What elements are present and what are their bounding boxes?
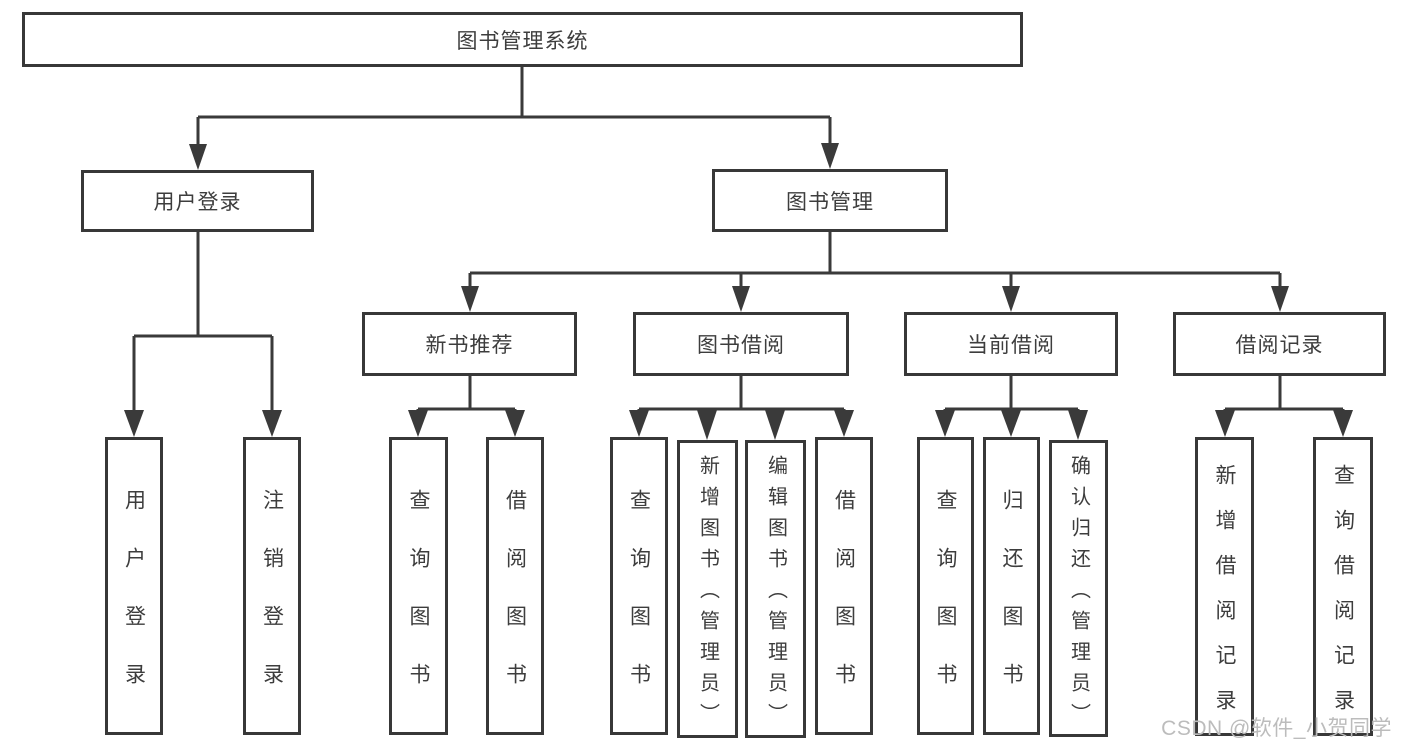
node-leaf-borrow-books-borrowing-label: 借阅图书 [832,488,856,721]
node-leaf-confirm-return-admin: 确认归还（管理员） [1049,440,1108,737]
node-leaf-add-book-admin-label: 新增图书（管理员） [696,455,719,734]
node-book-borrowing: 图书借阅 [633,312,849,376]
node-leaf-logout: 注销登录 [243,437,301,735]
node-leaf-add-book-admin: 新增图书（管理员） [677,440,738,738]
node-leaf-logout-label: 注销登录 [260,488,284,721]
node-leaf-search-books-recommend-label: 查询图书 [407,488,430,721]
node-user-login: 用户登录 [81,170,314,232]
node-leaf-search-books-current: 查询图书 [917,437,974,735]
node-book-management: 图书管理 [712,169,948,232]
node-leaf-add-borrow-record: 新增借阅记录 [1195,437,1254,736]
node-library-system: 图书管理系统 [22,12,1023,67]
node-leaf-add-borrow-record-label: 新增借阅记录 [1213,463,1236,734]
node-borrowing-records: 借阅记录 [1173,312,1386,376]
node-user-login-label: 用户登录 [153,191,242,214]
node-leaf-user-login: 用户登录 [105,437,163,735]
node-leaf-borrow-books-borrowing: 借阅图书 [815,437,873,735]
node-leaf-search-books-borrowing-label: 查询图书 [627,488,651,721]
node-leaf-return-books-label: 归还图书 [1000,488,1023,721]
node-borrowing-records-label: 借阅记录 [1235,334,1324,357]
watermark: CSDN @软件_小贺同学 [1161,717,1392,740]
node-leaf-user-login-label: 用户登录 [122,488,146,721]
node-leaf-search-borrow-record: 查询借阅记录 [1313,437,1373,736]
node-leaf-search-books-borrowing: 查询图书 [610,437,668,735]
node-book-borrowing-label: 图书借阅 [697,334,785,357]
node-new-book-recommend: 新书推荐 [362,312,577,376]
node-leaf-borrow-books-recommend: 借阅图书 [486,437,544,735]
node-new-book-recommend-label: 新书推荐 [425,334,514,357]
node-leaf-search-books-current-label: 查询图书 [934,488,957,721]
node-leaf-search-books-recommend: 查询图书 [389,437,448,735]
node-leaf-search-borrow-record-label: 查询借阅记录 [1331,463,1355,734]
node-current-borrowing-label: 当前借阅 [967,334,1055,357]
node-leaf-confirm-return-admin-label: 确认归还（管理员） [1067,454,1090,734]
node-leaf-borrow-books-recommend-label: 借阅图书 [503,488,527,721]
node-leaf-edit-book-admin: 编辑图书（管理员） [745,440,806,738]
node-current-borrowing: 当前借阅 [904,312,1118,376]
connector-arrowheads [124,143,1353,440]
node-library-system-label: 图书管理系统 [456,29,589,53]
node-book-management-label: 图书管理 [786,190,874,214]
node-leaf-edit-book-admin-label: 编辑图书（管理员） [764,455,787,734]
node-leaf-return-books: 归还图书 [983,437,1040,735]
